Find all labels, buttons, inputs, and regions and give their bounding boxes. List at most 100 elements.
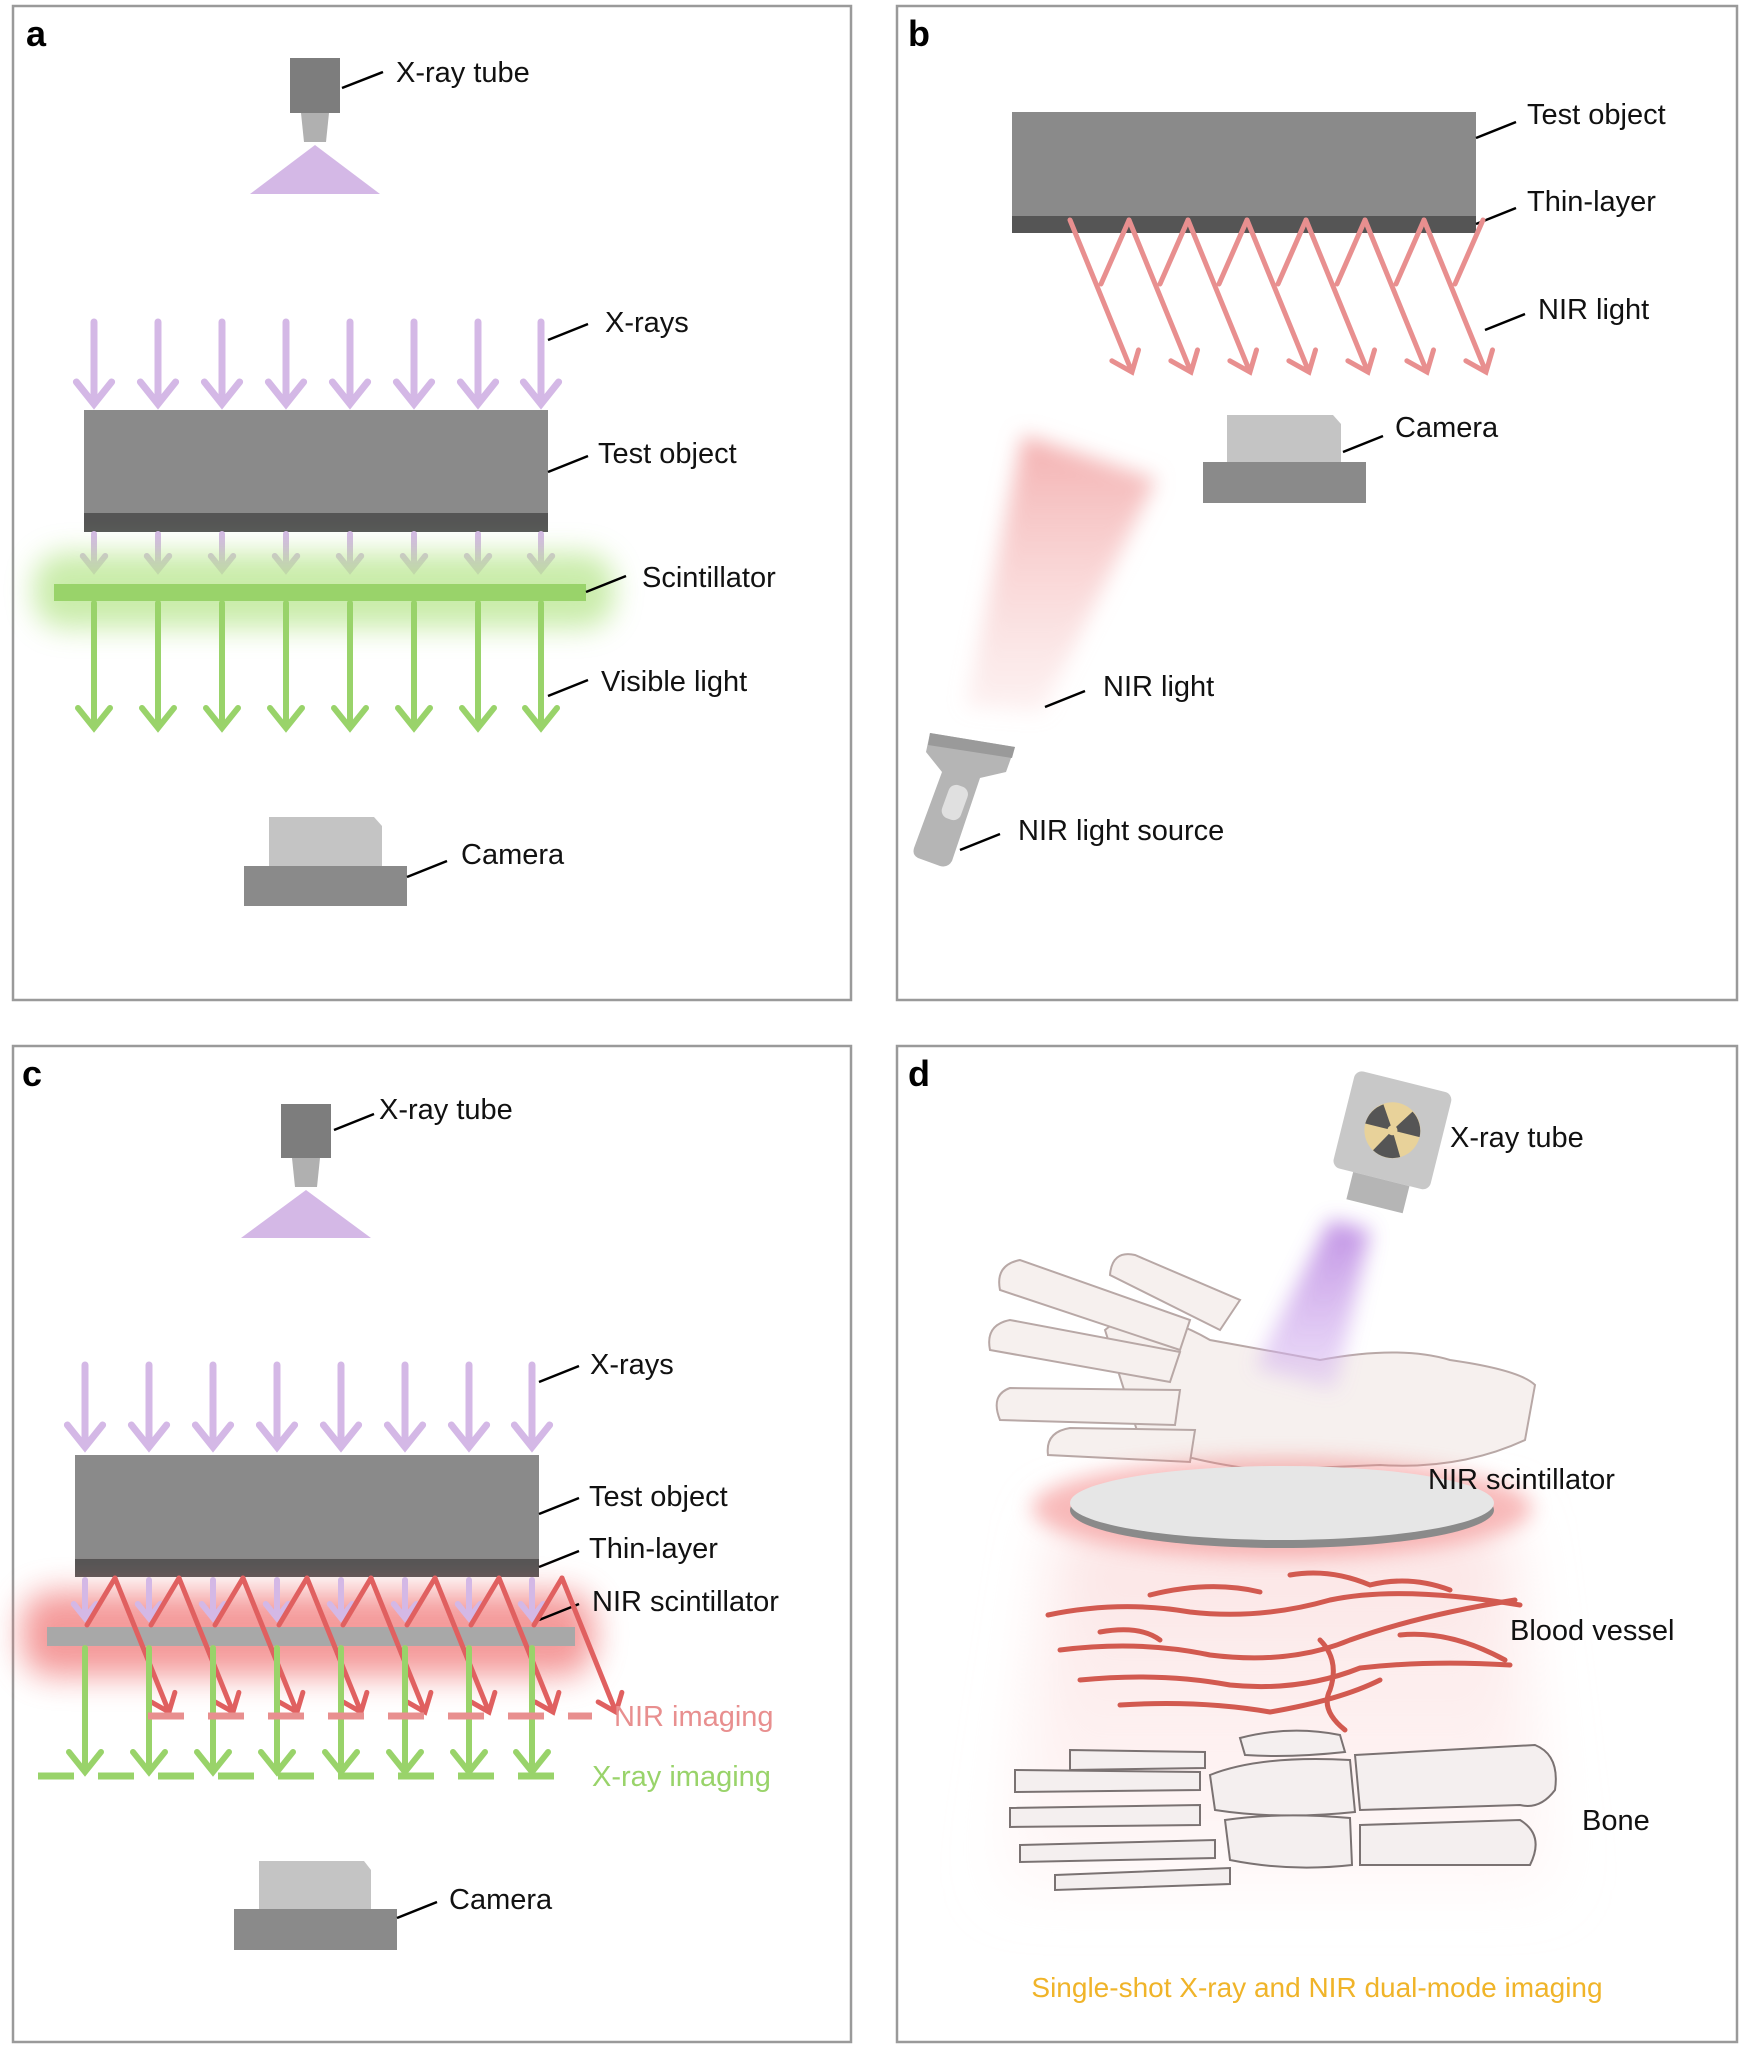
scintillator (54, 584, 586, 601)
label-nir-imaging: NIR imaging (614, 1701, 774, 1733)
arrowhead (383, 1421, 427, 1453)
label-camera: Camera (449, 1884, 553, 1916)
arrowhead (392, 378, 436, 410)
xray-imaging-arrows (66, 1645, 551, 1777)
arrowhead (454, 1601, 484, 1623)
label-xray-tube: X-ray tube (379, 1094, 513, 1126)
arrow (1362, 217, 1429, 373)
radiation-icon (1364, 1102, 1421, 1159)
panel-d-border (895, 1044, 1739, 2044)
panel-c: c X-ray tube X-rays Test object Thin-lay… (11, 1044, 853, 2044)
leader-line (1044, 689, 1086, 709)
nir-beam (966, 435, 1156, 712)
test-object (1012, 112, 1476, 216)
arrowhead (319, 1421, 363, 1453)
label-thin-layer: Thin-layer (1527, 186, 1656, 218)
arrowhead (513, 1749, 551, 1777)
panel-d: d X-ray tube (895, 1044, 1739, 2044)
xray-tube-icon (241, 1104, 371, 1238)
arrowhead (264, 378, 308, 410)
arrowhead (136, 378, 180, 410)
thin-layer (75, 1559, 539, 1577)
label-xrays: X-rays (605, 307, 689, 339)
nir-ray (531, 1575, 565, 1628)
arrowhead (72, 378, 116, 410)
leader-line (547, 322, 589, 342)
leader-line (538, 1496, 580, 1516)
panel-a-border (11, 4, 853, 1002)
camera-icon (244, 817, 407, 906)
panel-c-border (11, 1044, 853, 2044)
label-nir-light-beam: NIR light (1103, 671, 1214, 703)
arrowhead (134, 1601, 164, 1623)
arrowhead (203, 705, 241, 733)
arrowhead (459, 705, 497, 733)
nir-reflected-arrows (84, 1575, 625, 1716)
nir-ray (1157, 217, 1191, 287)
arrow (1421, 217, 1488, 373)
arrowhead (322, 1749, 360, 1777)
arrow (176, 1575, 235, 1713)
label-thin-layer: Thin-layer (589, 1533, 718, 1565)
nir-ray (404, 1575, 438, 1628)
leader-line (341, 70, 384, 90)
arrow (496, 1575, 555, 1713)
nir-ray (340, 1575, 374, 1628)
arrowhead (468, 1689, 498, 1716)
label-test-object: Test object (598, 438, 737, 470)
arrowhead (386, 1749, 424, 1777)
nir-ray (468, 1575, 502, 1628)
arrowhead (191, 1421, 235, 1453)
arrowhead (390, 1601, 420, 1623)
nir-ray (84, 1575, 118, 1628)
leader-line (1475, 120, 1517, 140)
arrow (1244, 217, 1311, 373)
label-xray-tube: X-ray tube (396, 57, 530, 89)
arrowhead (255, 1421, 299, 1453)
blood-vessel-illustration (1045, 1570, 1523, 1733)
arrowhead (328, 378, 372, 410)
arrowhead (1286, 347, 1319, 376)
panel-a-letter: a (26, 13, 47, 54)
panel-c-letter: c (22, 1053, 42, 1094)
hand-illustration (988, 1253, 1537, 1472)
label-test-object: Test object (1527, 99, 1666, 131)
arrow (1067, 217, 1134, 373)
xray-beam (1255, 1220, 1370, 1390)
arrowhead (595, 1689, 625, 1716)
arrowhead (66, 1749, 104, 1777)
arrowhead (258, 1749, 296, 1777)
panel-b-border (895, 4, 1739, 1002)
panel-b-letter: b (908, 13, 930, 54)
thin-layer (84, 513, 548, 532)
xray-arrows (72, 318, 563, 410)
panel-a: a X-ray tube X-rays Test object Scintill… (11, 4, 853, 1002)
camera-icon (1203, 415, 1366, 503)
xray-tube-icon (250, 58, 380, 194)
arrowhead (1463, 347, 1496, 376)
nir-light-source-icon (913, 733, 1015, 867)
nir-ray (1098, 217, 1132, 287)
arrowhead (1404, 347, 1437, 376)
xray-tube-icon (1333, 1071, 1452, 1214)
arrowhead (127, 1421, 171, 1453)
arrowhead (70, 1601, 100, 1623)
nir-reflected-arrows (1067, 217, 1496, 376)
leader-line (959, 832, 1001, 852)
arrowhead (331, 705, 369, 733)
nir-ray (148, 1575, 182, 1628)
label-xray-tube: X-ray tube (1450, 1122, 1584, 1154)
arrowhead (1345, 347, 1378, 376)
nir-ray (1216, 217, 1250, 287)
leader-line (333, 1112, 375, 1132)
label-nir-light: NIR light (1538, 294, 1649, 326)
visible-light-arrows (75, 600, 560, 733)
arrowhead (63, 1421, 107, 1453)
arrowhead (1227, 347, 1260, 376)
arrowhead (198, 1601, 228, 1623)
arrowhead (326, 1601, 356, 1623)
label-camera: Camera (461, 839, 565, 871)
arrowhead (340, 1689, 370, 1716)
nir-ray (1334, 217, 1368, 287)
arrowhead (519, 378, 563, 410)
